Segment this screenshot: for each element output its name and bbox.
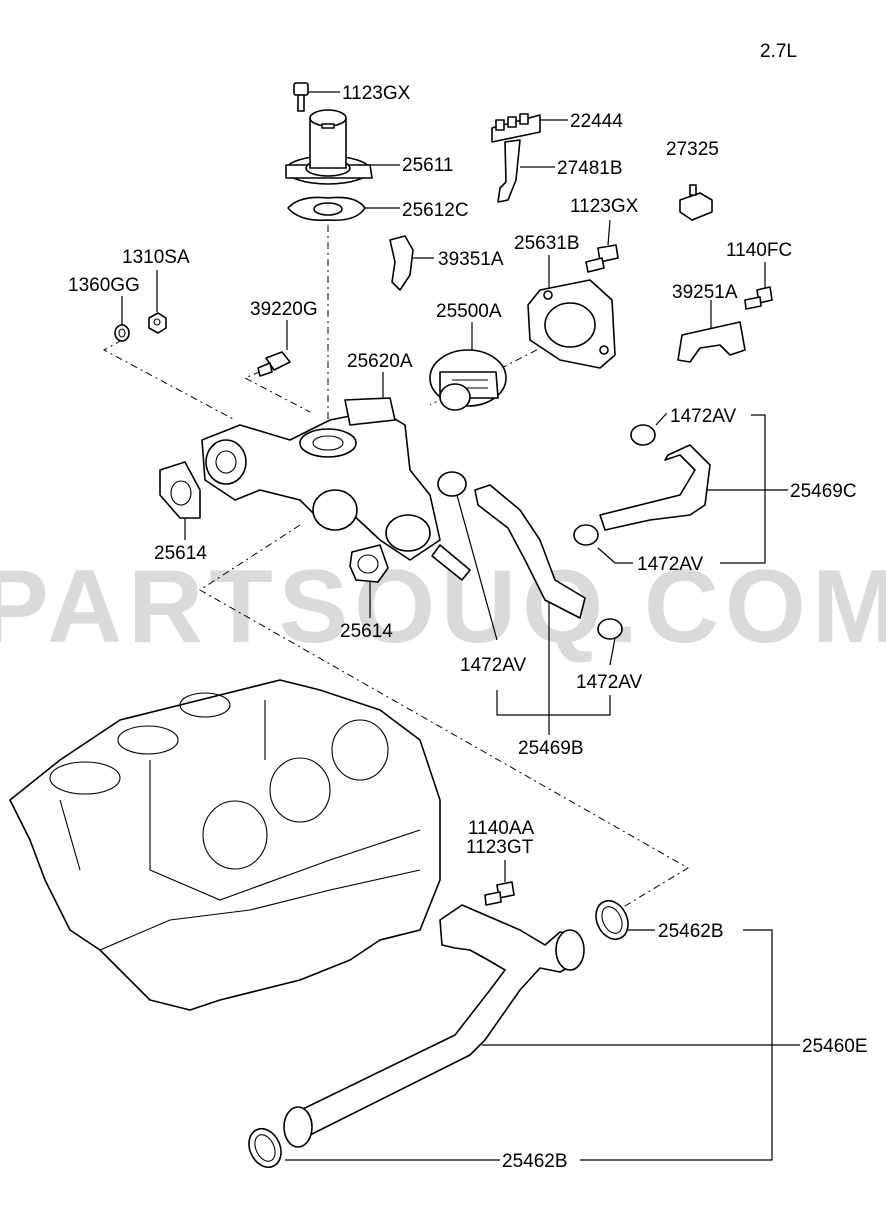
part-label-27325[interactable]: 27325 xyxy=(666,139,719,160)
part-label-25500a[interactable]: 25500A xyxy=(436,301,502,322)
part-label-25631b[interactable]: 25631B xyxy=(514,233,580,254)
part-label-1140aa[interactable]: 1140AA xyxy=(468,818,535,839)
part-label-25462b-bottom[interactable]: 25462B xyxy=(502,1151,568,1172)
part-label-25612c[interactable]: 25612C xyxy=(402,200,469,221)
part-label-25611[interactable]: 25611 xyxy=(402,155,453,176)
outlet-fitting-shape xyxy=(285,109,373,185)
bolt-icon xyxy=(744,286,773,310)
hose-clamp-icon xyxy=(573,424,656,546)
bolt-icon xyxy=(484,881,515,906)
thermostat-housing-shape xyxy=(527,279,616,369)
part-label-1123gt[interactable]: 1123GT xyxy=(466,837,534,858)
connector-shape xyxy=(491,113,541,203)
part-label-25614-left[interactable]: 25614 xyxy=(154,543,207,564)
part-label-25469c[interactable]: 25469C xyxy=(790,481,857,502)
washer-icon xyxy=(114,324,130,342)
pipe-shape xyxy=(283,904,585,1148)
watermark-text: PARTSOUQ.COM xyxy=(0,549,886,665)
part-label-1140fc[interactable]: 1140FC xyxy=(726,240,792,261)
part-label-25462b-top[interactable]: 25462B xyxy=(658,921,724,942)
gasket-outlet-shape xyxy=(287,196,366,222)
part-label-1472av-left[interactable]: 1472AV xyxy=(460,655,527,676)
part-label-1123gx-right[interactable]: 1123GX xyxy=(570,196,639,217)
temp-sensor-shape xyxy=(257,351,291,377)
clip-shape xyxy=(389,235,414,291)
part-label-39251a[interactable]: 39251A xyxy=(672,282,738,303)
part-label-25460e[interactable]: 25460E xyxy=(802,1036,868,1057)
engine-block-shape xyxy=(9,679,441,1011)
part-label-39220g[interactable]: 39220G xyxy=(250,299,318,320)
nut-icon xyxy=(148,312,167,334)
hose-clamp-icon xyxy=(437,471,623,640)
bolt-icon xyxy=(293,82,309,112)
leader-lines xyxy=(121,91,800,1161)
engine-label: 2.7L xyxy=(760,41,797,62)
part-label-1472av-lower[interactable]: 1472AV xyxy=(637,554,704,575)
hose-c-shape xyxy=(599,444,711,531)
gasket-bottom-shape xyxy=(349,544,389,583)
part-label-25614-bottom[interactable]: 25614 xyxy=(340,621,393,642)
bolt-icon xyxy=(585,244,619,273)
part-label-25620a[interactable]: 25620A xyxy=(347,351,413,372)
part-label-22444[interactable]: 22444 xyxy=(570,111,623,132)
hose-b-shape xyxy=(474,484,586,619)
part-label-1310sa[interactable]: 1310SA xyxy=(122,247,190,268)
part-label-1472av-upper[interactable]: 1472AV xyxy=(670,406,737,427)
part-label-39351a[interactable]: 39351A xyxy=(438,249,504,270)
part-label-1123gx-top[interactable]: 1123GX xyxy=(342,83,411,104)
part-label-1360gg[interactable]: 1360GG xyxy=(68,275,140,296)
oring-icon xyxy=(248,1127,282,1169)
water-manifold-shape xyxy=(201,397,471,581)
sensor-shape xyxy=(677,321,746,363)
thermostat-shape xyxy=(429,349,507,411)
sensor-shape xyxy=(679,184,713,221)
part-label-1472av-right[interactable]: 1472AV xyxy=(576,672,643,693)
part-label-25469b[interactable]: 25469B xyxy=(518,738,584,759)
part-label-27481b[interactable]: 27481B xyxy=(557,158,623,179)
oring-icon xyxy=(595,899,629,941)
gasket-left-shape xyxy=(159,461,201,519)
